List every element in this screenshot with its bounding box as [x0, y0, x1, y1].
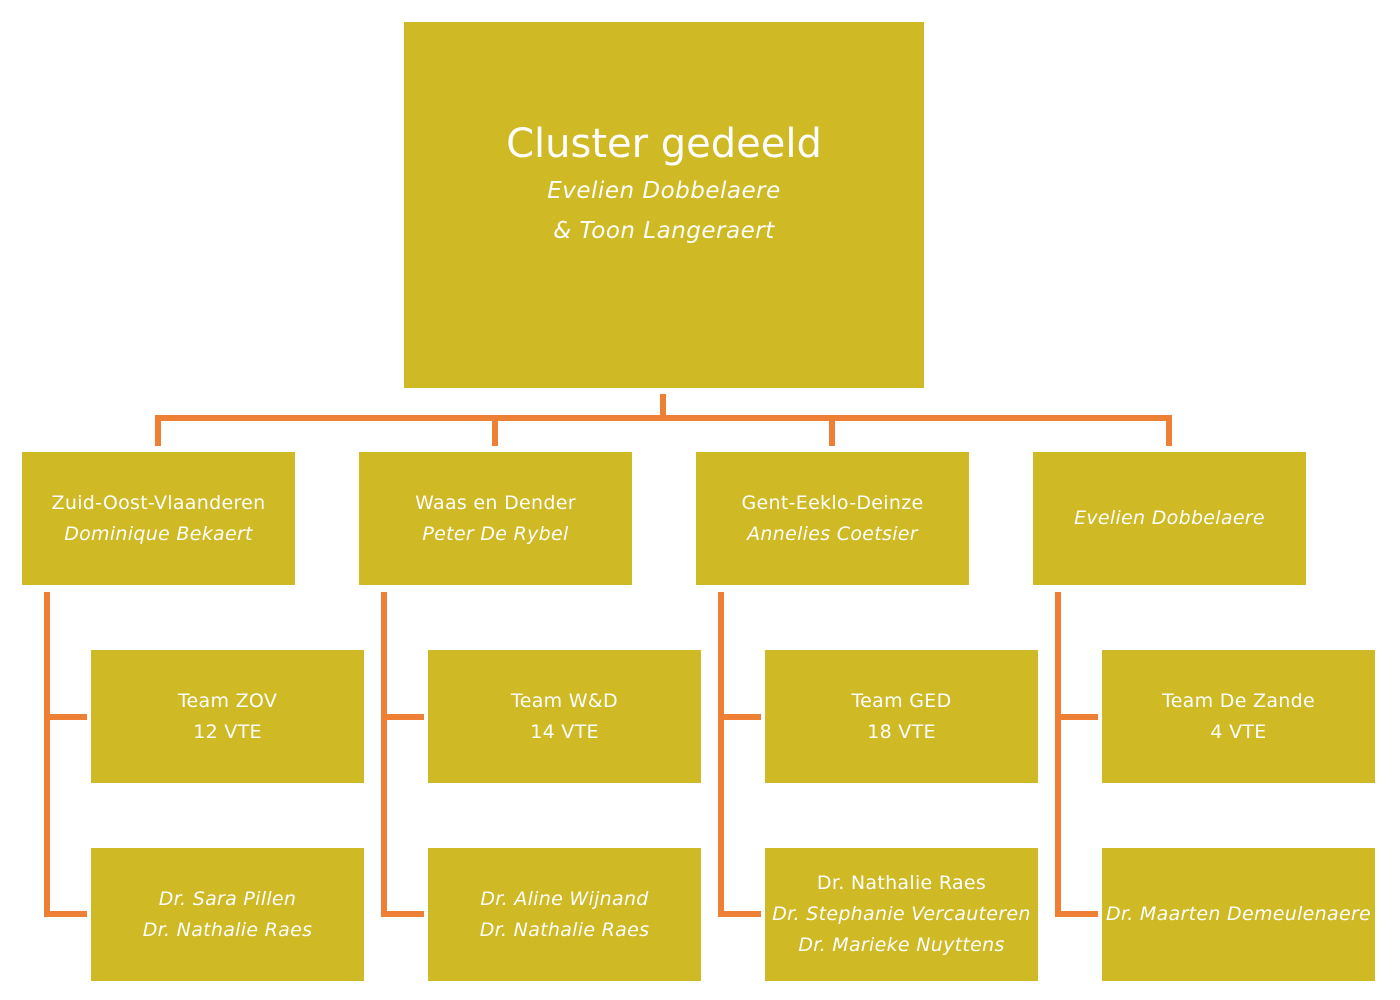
team-name: Team W&D	[511, 689, 618, 712]
doctor-node-4: Dr. Maarten Demeulenaere	[1102, 848, 1375, 981]
doctor-name: Dr. Nathalie Raes	[479, 918, 650, 941]
region-node-4: Evelien Dobbelaere	[1033, 452, 1306, 585]
region-lead: Annelies Coetsier	[747, 522, 918, 545]
doctor-name: Dr. Aline Wijnand	[480, 887, 649, 910]
root-leader-2: & Toon Langeraert	[553, 218, 775, 244]
team-fte: 18 VTE	[867, 720, 936, 743]
team-node-1: Team ZOV 12 VTE	[91, 650, 364, 783]
region-lead: Peter De Rybel	[422, 522, 569, 545]
doctor-node-2: Dr. Aline Wijnand Dr. Nathalie Raes	[428, 848, 701, 981]
doctor-name: Dr. Marieke Nuyttens	[798, 934, 1005, 956]
team-fte: 4 VTE	[1210, 720, 1267, 743]
team-node-2: Team W&D 14 VTE	[428, 650, 701, 783]
region-node-3: Gent-Eeklo-Deinze Annelies Coetsier	[696, 452, 969, 585]
region-lead: Dominique Bekaert	[64, 522, 253, 545]
team-name: Team De Zande	[1162, 689, 1315, 712]
doctor-name: Dr. Sara Pillen	[158, 887, 297, 910]
root-node: Cluster gedeeld Evelien Dobbelaere & Too…	[404, 22, 924, 388]
team-node-3: Team GED 18 VTE	[765, 650, 1038, 783]
doctor-name: Dr. Nathalie Raes	[142, 918, 313, 941]
team-name: Team ZOV	[177, 689, 278, 712]
doctor-name: Dr. Stephanie Vercauteren	[772, 903, 1031, 925]
doctor-name: Dr. Nathalie Raes	[816, 872, 987, 894]
team-node-4: Team De Zande 4 VTE	[1102, 650, 1375, 783]
doctor-node-1: Dr. Sara Pillen Dr. Nathalie Raes	[91, 848, 364, 981]
team-name: Team GED	[851, 689, 952, 712]
region-node-1: Zuid-Oost-Vlaanderen Dominique Bekaert	[22, 452, 295, 585]
region-lead: Evelien Dobbelaere	[1074, 507, 1265, 529]
region-name: Waas en Dender	[415, 491, 576, 514]
team-fte: 12 VTE	[193, 720, 262, 743]
root-leader-1: Evelien Dobbelaere	[547, 178, 781, 204]
region-name: Zuid-Oost-Vlaanderen	[51, 491, 266, 514]
root-title: Cluster gedeeld	[506, 121, 822, 167]
region-name: Gent-Eeklo-Deinze	[741, 491, 924, 514]
doctor-node-3: Dr. Nathalie Raes Dr. Stephanie Vercaute…	[765, 848, 1038, 981]
region-node-2: Waas en Dender Peter De Rybel	[359, 452, 632, 585]
doctor-name: Dr. Maarten Demeulenaere	[1105, 903, 1372, 925]
team-fte: 14 VTE	[530, 720, 599, 743]
